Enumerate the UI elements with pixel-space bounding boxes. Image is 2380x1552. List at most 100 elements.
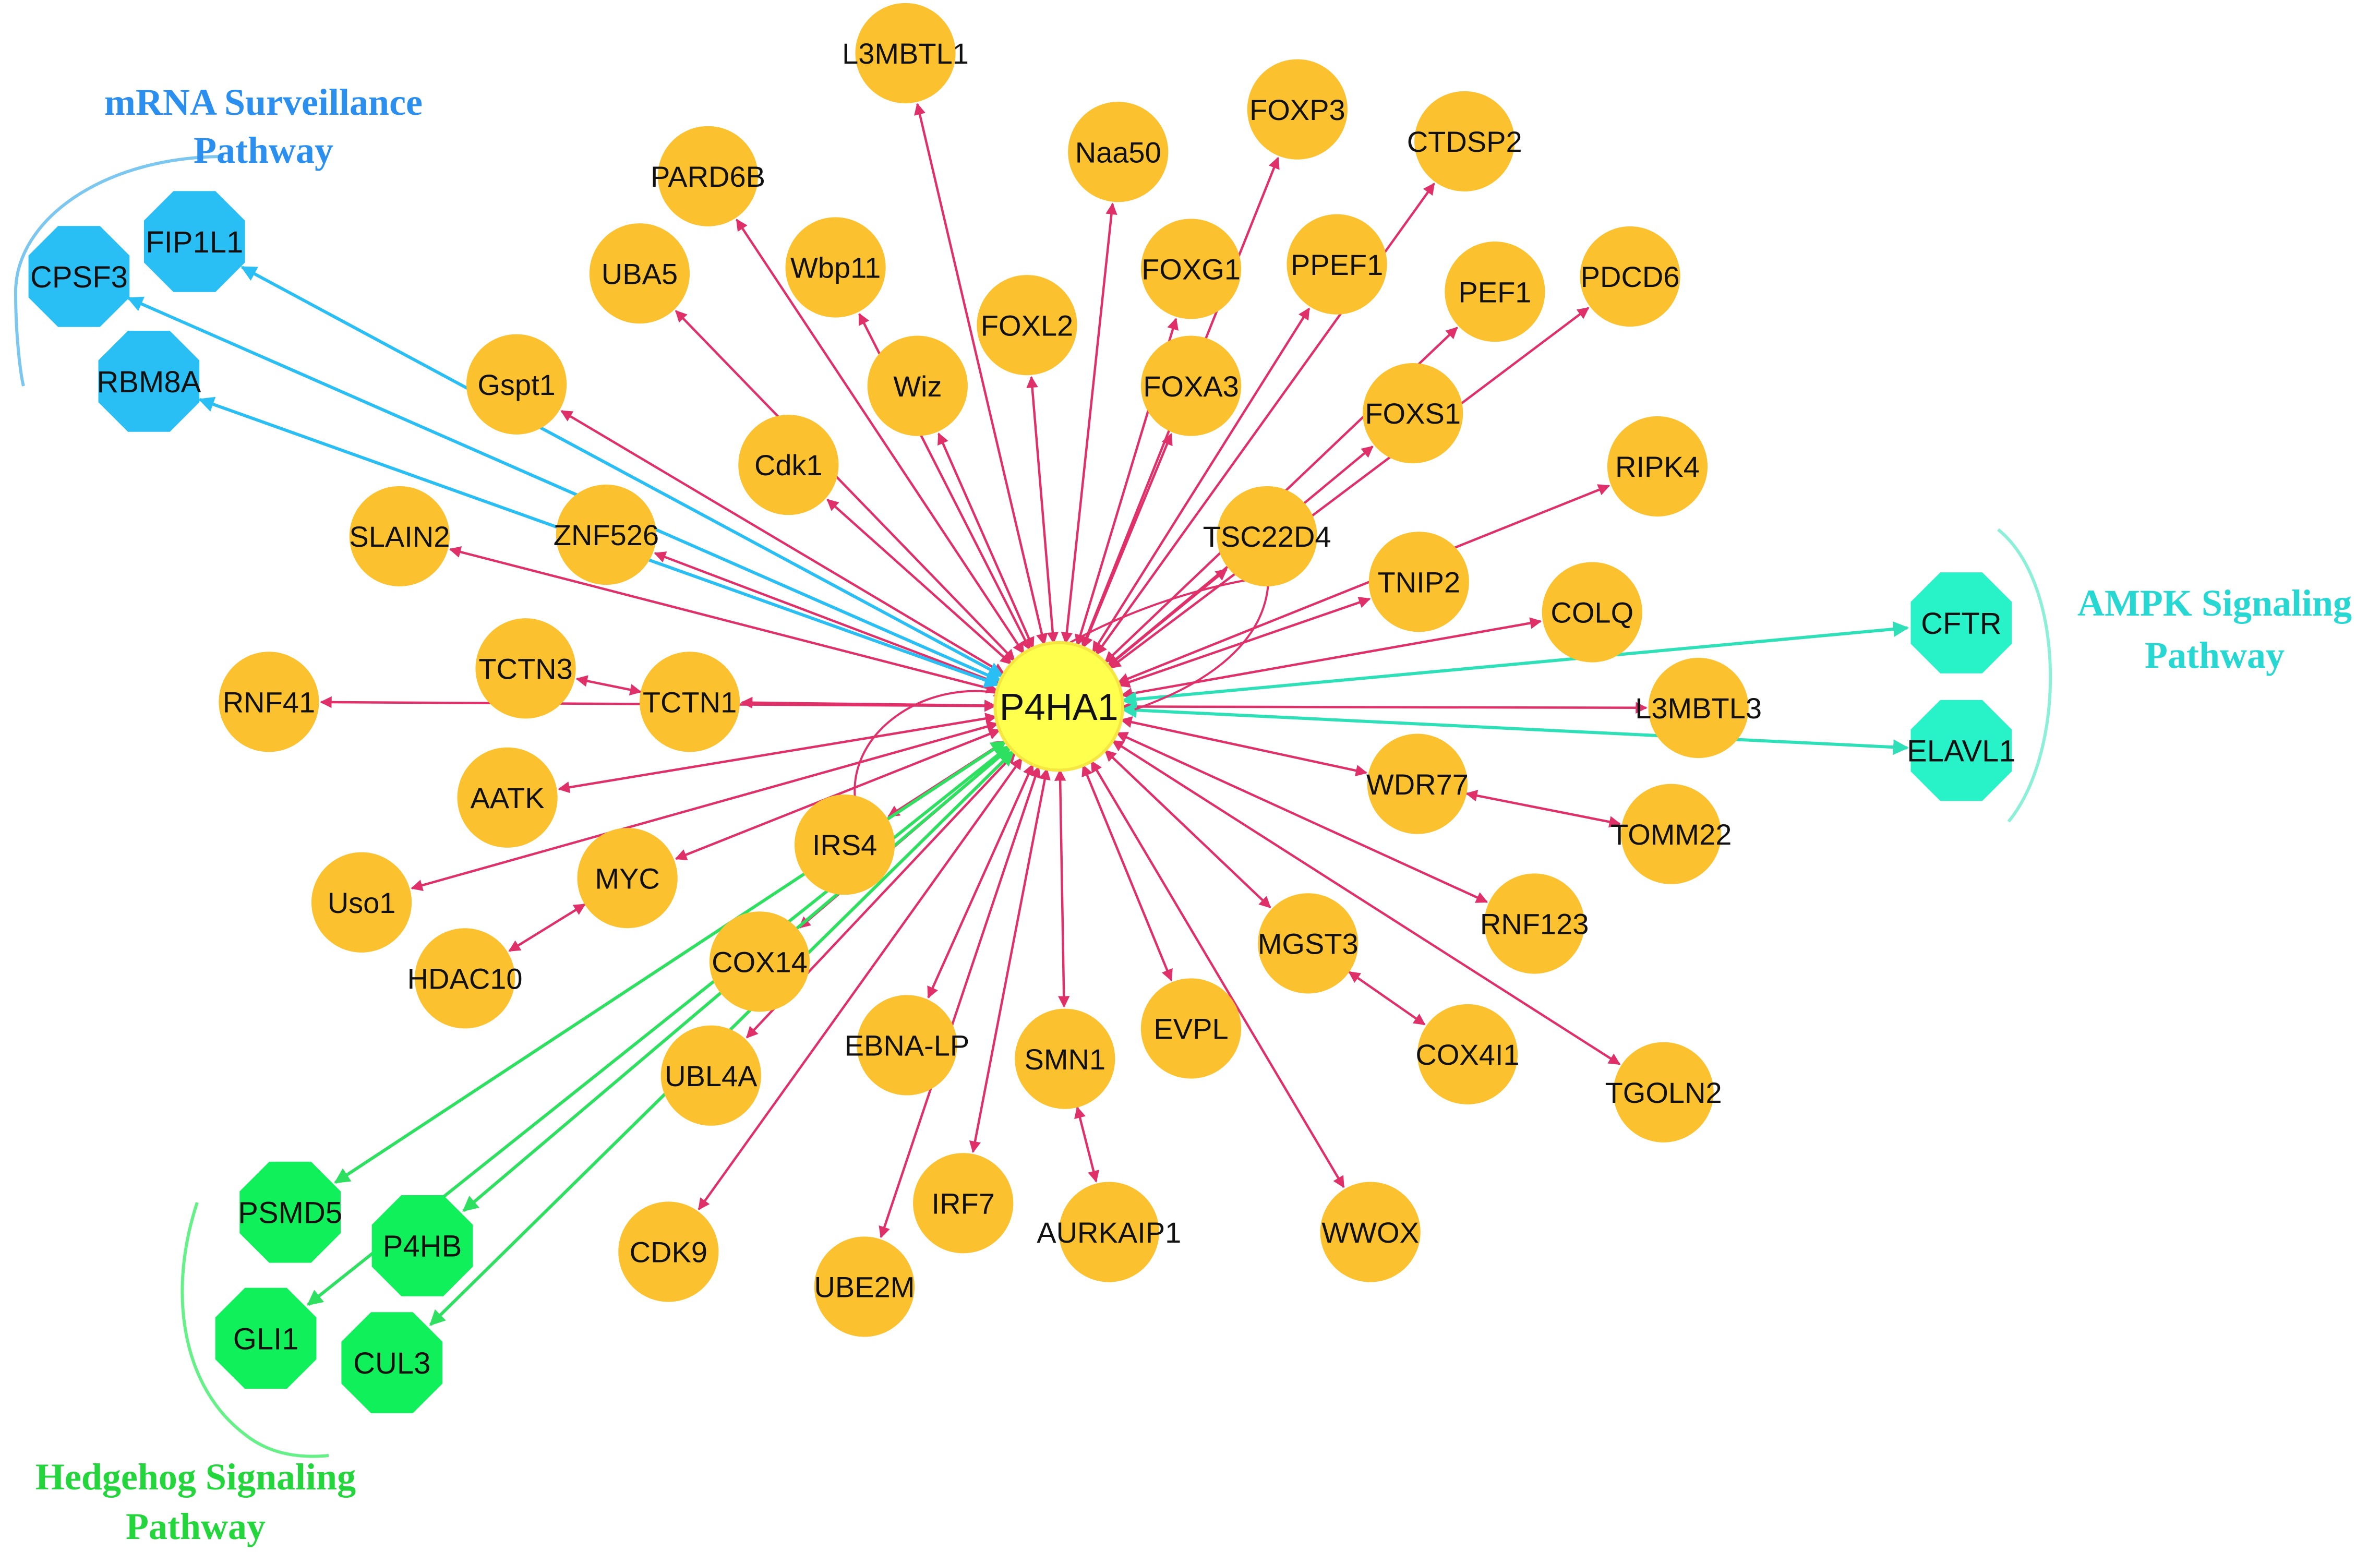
node-label: FOXG1 bbox=[1141, 253, 1241, 286]
node-znf526[interactable]: ZNF526 bbox=[554, 484, 659, 585]
node-cox14[interactable]: COX14 bbox=[709, 911, 810, 1012]
node-circle bbox=[1140, 978, 1242, 1079]
node-circle bbox=[1059, 1182, 1159, 1282]
node-tgoln2[interactable]: TGOLN2 bbox=[1605, 1042, 1722, 1142]
node-mgst3[interactable]: MGST3 bbox=[1258, 893, 1359, 994]
curved-edge-2 bbox=[1134, 563, 1270, 711]
node-circle bbox=[219, 652, 319, 752]
node-uso1[interactable]: Uso1 bbox=[311, 852, 412, 953]
node-gli1[interactable]: GLI1 bbox=[215, 1288, 317, 1389]
node-label: ELAVL1 bbox=[1907, 734, 2016, 768]
node-cdk9[interactable]: CDK9 bbox=[618, 1201, 719, 1302]
node-rnf123[interactable]: RNF123 bbox=[1480, 873, 1589, 974]
node-cpsf3[interactable]: CPSF3 bbox=[28, 226, 130, 327]
node-wiz[interactable]: Wiz bbox=[867, 335, 968, 436]
node-foxp3[interactable]: FOXP3 bbox=[1247, 59, 1348, 160]
node-circle bbox=[1140, 335, 1242, 436]
node-octagon bbox=[239, 1161, 341, 1263]
node-circle bbox=[1140, 219, 1242, 319]
node-uba5[interactable]: UBA5 bbox=[589, 223, 690, 324]
node-circle bbox=[1363, 363, 1463, 464]
node-hdac10[interactable]: HDAC10 bbox=[407, 928, 523, 1029]
node-circle bbox=[1621, 784, 1722, 884]
node-slain2[interactable]: SLAIN2 bbox=[349, 486, 450, 587]
node-tsc22d4[interactable]: TSC22D4 bbox=[1203, 486, 1331, 587]
pathway-titles: mRNA Surveillance Pathway AMPK Signaling… bbox=[35, 81, 2352, 1547]
pathway-brackets bbox=[14, 155, 2052, 1458]
node-label: RIPK4 bbox=[1615, 450, 1700, 483]
node-pdcd6[interactable]: PDCD6 bbox=[1580, 226, 1680, 327]
node-circle bbox=[1607, 416, 1708, 517]
node-tctn1[interactable]: TCTN1 bbox=[639, 652, 740, 752]
node-rbm8a[interactable]: RBM8A bbox=[97, 331, 201, 432]
node-p4hb[interactable]: P4HB bbox=[371, 1195, 473, 1296]
edge-tctn1-tctn3 bbox=[575, 675, 642, 696]
node-foxa3[interactable]: FOXA3 bbox=[1140, 335, 1242, 436]
node-irs4[interactable]: IRS4 bbox=[794, 794, 895, 895]
node-ubl4a[interactable]: UBL4A bbox=[660, 1025, 761, 1126]
node-circle bbox=[855, 3, 956, 104]
node-circle bbox=[814, 1236, 915, 1337]
node-label: FIP1L1 bbox=[146, 225, 243, 259]
node-label: COLQ bbox=[1550, 596, 1633, 629]
node-wdr77[interactable]: WDR77 bbox=[1366, 733, 1469, 834]
node-rnf41[interactable]: RNF41 bbox=[219, 652, 319, 752]
node-aatk[interactable]: AATK bbox=[457, 747, 558, 848]
node-circle bbox=[1287, 214, 1387, 315]
edge-myc-hdac10 bbox=[508, 903, 586, 952]
node-cul3[interactable]: CUL3 bbox=[341, 1312, 443, 1413]
node-pard6b[interactable]: PARD6B bbox=[651, 126, 765, 226]
node-tomm22[interactable]: TOMM22 bbox=[1610, 784, 1732, 884]
node-label: FOXS1 bbox=[1365, 397, 1461, 430]
node-circle bbox=[785, 217, 886, 318]
mrna-pathway-title-line1: mRNA Surveillance bbox=[104, 81, 423, 123]
node-ube2m[interactable]: UBE2M bbox=[814, 1236, 915, 1337]
node-smn1[interactable]: SMN1 bbox=[1015, 1008, 1115, 1109]
node-foxl2[interactable]: FOXL2 bbox=[977, 275, 1077, 376]
ampk-pathway-title-line1: AMPK Signaling bbox=[2077, 582, 2352, 624]
node-irf7[interactable]: IRF7 bbox=[913, 1153, 1014, 1254]
node-elavl1[interactable]: ELAVL1 bbox=[1907, 700, 2016, 801]
node-octagon bbox=[371, 1195, 473, 1296]
node-label: Naa50 bbox=[1075, 136, 1161, 169]
node-l3mbtl3[interactable]: L3MBTL3 bbox=[1635, 657, 1762, 759]
node-psmd5[interactable]: PSMD5 bbox=[238, 1161, 342, 1263]
mrna-pathway-title-line2: Pathway bbox=[194, 129, 333, 171]
hub-label: P4HA1 bbox=[1000, 687, 1119, 728]
node-hub-p4ha1[interactable]: P4HA1 bbox=[993, 641, 1124, 772]
node-foxg1[interactable]: FOXG1 bbox=[1140, 219, 1242, 319]
node-label: Gspt1 bbox=[477, 368, 555, 401]
edge-p4ha1-mgst3 bbox=[1104, 749, 1271, 909]
node-myc[interactable]: MYC bbox=[577, 828, 678, 929]
node-naa50[interactable]: Naa50 bbox=[1068, 102, 1169, 202]
node-label: EBNA-LP bbox=[845, 1029, 970, 1062]
node-foxs1[interactable]: FOXS1 bbox=[1363, 363, 1463, 464]
node-label: L3MBTL1 bbox=[842, 37, 969, 70]
node-ctdsp2[interactable]: CTDSP2 bbox=[1407, 91, 1522, 191]
node-colq[interactable]: COLQ bbox=[1542, 562, 1642, 663]
edge-p4ha1-wwox bbox=[1090, 760, 1345, 1188]
node-ebna-lp[interactable]: EBNA-LP bbox=[845, 995, 970, 1096]
node-cftr[interactable]: CFTR bbox=[1910, 572, 2012, 673]
node-wwox[interactable]: WWOX bbox=[1320, 1182, 1421, 1282]
node-label: TGOLN2 bbox=[1605, 1076, 1722, 1109]
node-cdk1[interactable]: Cdk1 bbox=[738, 414, 839, 515]
node-ripk4[interactable]: RIPK4 bbox=[1607, 416, 1708, 517]
node-fip1l1[interactable]: FIP1L1 bbox=[143, 191, 245, 292]
node-label: Wbp11 bbox=[790, 251, 881, 284]
node-ppef1[interactable]: PPEF1 bbox=[1287, 214, 1387, 315]
node-pef1[interactable]: PEF1 bbox=[1445, 242, 1545, 342]
node-l3mbtl1[interactable]: L3MBTL1 bbox=[842, 3, 969, 104]
node-wbp11[interactable]: Wbp11 bbox=[785, 217, 886, 318]
node-cox4i1[interactable]: COX4I1 bbox=[1415, 1004, 1520, 1105]
node-gspt1[interactable]: Gspt1 bbox=[466, 334, 567, 435]
edge-p4ha1-fip1l1 bbox=[241, 266, 1004, 678]
node-tnip2[interactable]: TNIP2 bbox=[1368, 532, 1469, 632]
hedgehog-pathway-title-line1: Hedgehog Signaling bbox=[35, 1456, 356, 1498]
node-label: SLAIN2 bbox=[349, 520, 450, 553]
node-label: P4HB bbox=[383, 1230, 462, 1264]
node-aurkaip1[interactable]: AURKAIP1 bbox=[1037, 1182, 1181, 1282]
node-tctn3[interactable]: TCTN3 bbox=[475, 618, 576, 719]
node-evpl[interactable]: EVPL bbox=[1140, 978, 1242, 1079]
node-label: Wiz bbox=[893, 370, 942, 403]
